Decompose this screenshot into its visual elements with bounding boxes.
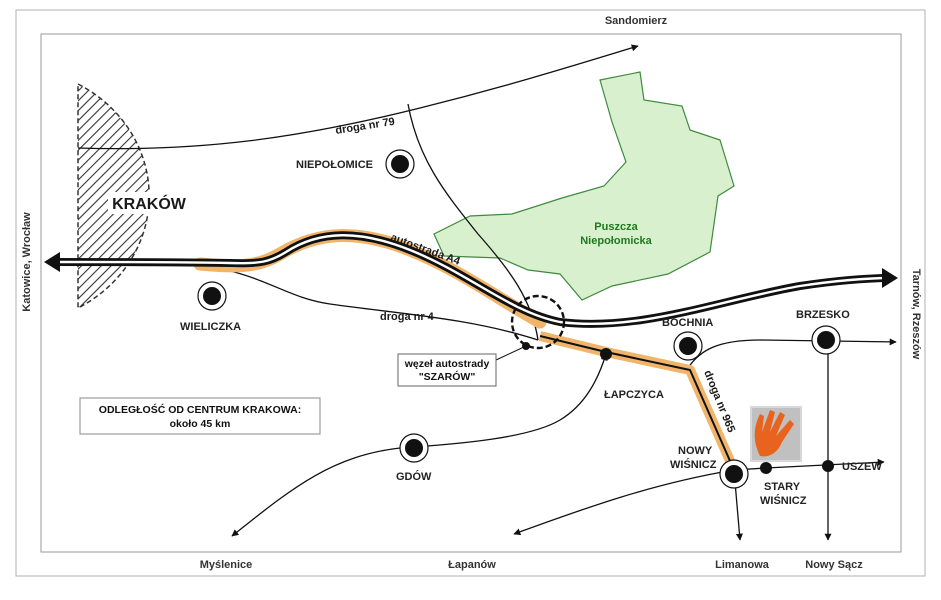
- marker-wieliczka: [197, 281, 227, 311]
- junction-label-line1: węzeł autostrady: [404, 358, 490, 370]
- direction-tarnow-rzeszow: Tarnów, Rzeszów: [910, 269, 922, 360]
- inner-frame: [40, 33, 902, 553]
- krakow-label: KRAKÓW: [112, 194, 187, 213]
- marker-nowy-wisnicz: [719, 459, 749, 489]
- a4-inner: [51, 234, 893, 326]
- label-brzesko: BRZESKO: [796, 309, 850, 321]
- label-stary-wisnicz-2: WIŚNICZ: [760, 494, 807, 507]
- road-79: [77, 44, 639, 150]
- road-4-label: droga nr 4: [380, 311, 435, 323]
- junction-label-box: [397, 353, 497, 387]
- distance-box: [79, 397, 321, 435]
- label-stary-wisnicz-1: STARY: [764, 481, 801, 493]
- label-nowy-wisnicz-1: NOWY: [678, 445, 713, 457]
- distance-line2: około 45 km: [170, 418, 231, 430]
- hand-logo-icon: [750, 406, 802, 462]
- junction-label-line2: "SZARÓW": [419, 370, 476, 383]
- outer-frame: [15, 9, 926, 577]
- label-niepolomice: NIEPOŁOMICE: [296, 159, 373, 171]
- marker-stary-wisnicz: [760, 462, 772, 474]
- forest-puszcza-niepolomicka: [433, 71, 735, 301]
- junction-leader-line: [495, 345, 527, 361]
- direction-lapanow: Łapanów: [448, 559, 496, 571]
- marker-brzesko: [811, 325, 841, 355]
- distance-line1: ODLEGŁOŚĆ OD CENTRUM KRAKOWA:: [99, 403, 301, 416]
- road-4: [225, 269, 539, 341]
- a4-arrow-left: [44, 252, 60, 272]
- road-bochnia-brzesko: [687, 338, 897, 369]
- direction-katowice-wroclaw: Katowice, Wrocław: [21, 212, 33, 312]
- road-79-label: droga nr 79: [335, 116, 396, 137]
- marker-niepolomice: [385, 149, 415, 179]
- road-niepolomice-junction: [407, 103, 539, 341]
- marker-lapczyca: [600, 348, 612, 360]
- marker-uszew: [822, 460, 834, 472]
- road-lapanow: [513, 469, 735, 536]
- direction-nowy-sacz: Nowy Sącz: [805, 559, 863, 571]
- marker-bochnia: [673, 331, 703, 361]
- direction-myslenice: Myślenice: [200, 559, 253, 571]
- road-gdow: [231, 353, 608, 537]
- road-965: [539, 335, 735, 471]
- direction-sandomierz: Sandomierz: [605, 15, 668, 27]
- a4-arrow-right: [882, 268, 898, 288]
- marker-gdow: [399, 433, 429, 463]
- direction-limanowa: Limanowa: [715, 559, 770, 571]
- label-uszew: USZEW: [842, 461, 882, 473]
- junction-szarow-circle: [510, 294, 566, 350]
- label-lapczyca: ŁAPCZYCA: [604, 389, 664, 401]
- krakow-label-bg: [108, 192, 192, 214]
- label-nowy-wisnicz-2: WIŚNICZ: [670, 458, 717, 471]
- forest-label-line2: Niepołomicka: [580, 235, 652, 247]
- label-bochnia: BOCHNIA: [662, 317, 713, 329]
- forest-label-line1: Puszcza: [594, 221, 638, 233]
- label-gdow: GDÓW: [396, 470, 432, 483]
- label-wieliczka: WIELICZKA: [180, 321, 241, 333]
